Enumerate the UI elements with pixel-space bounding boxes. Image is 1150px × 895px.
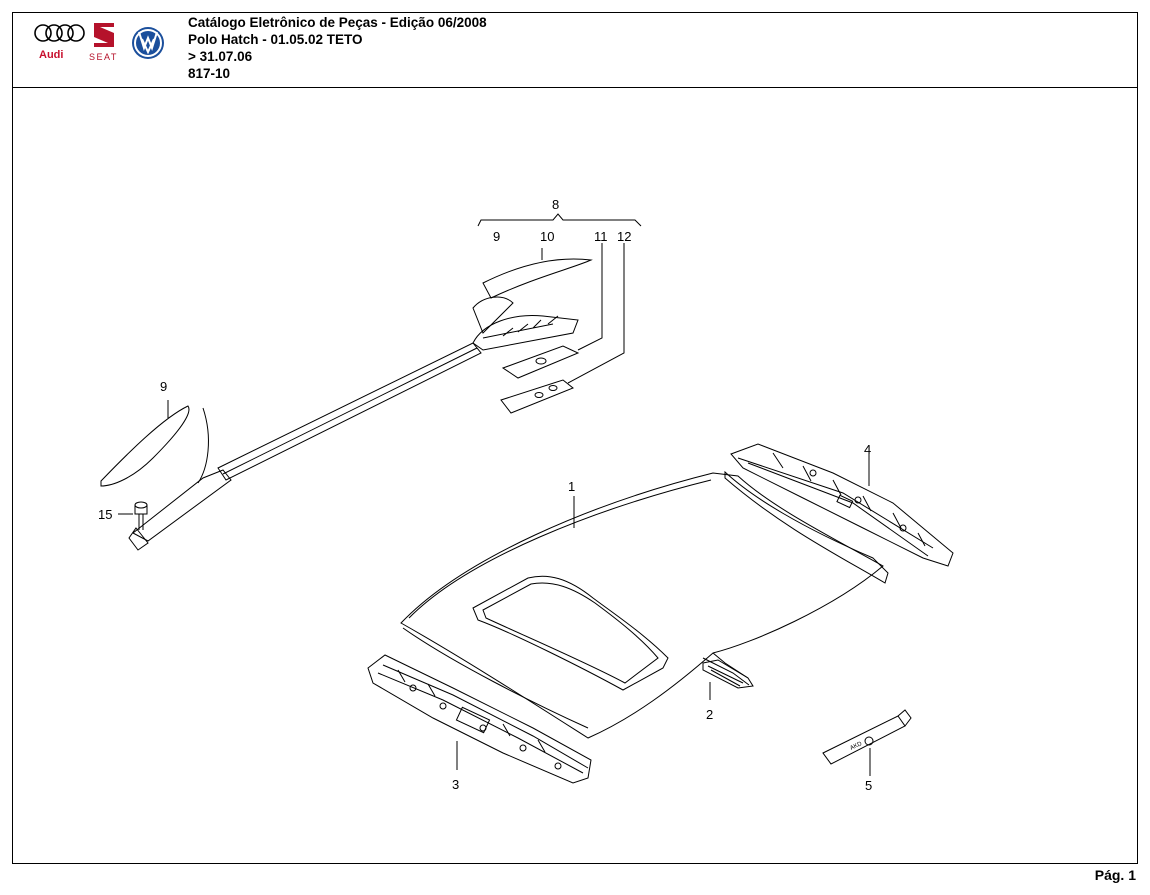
catalog-title: Catálogo Eletrônico de Peças - Edição 06… — [188, 15, 487, 30]
brand-logos: Audi SEAT — [31, 19, 181, 67]
roof-strip-part-2 — [702, 659, 754, 689]
callout-2: 2 — [706, 707, 713, 722]
callout-12: 12 — [617, 229, 631, 244]
callout-3: 3 — [452, 777, 459, 792]
catalog-header: Audi SEAT Catálogo Eletrônico de Peças -… — [13, 13, 1137, 88]
callout-9-top: 9 — [493, 229, 500, 244]
callout-8: 8 — [552, 197, 559, 212]
vw-logo — [132, 27, 164, 59]
callout-leaders — [118, 213, 871, 776]
page-frame: Audi SEAT Catálogo Eletrônico de Peças -… — [12, 12, 1138, 864]
rear-cross-member-part-4 — [730, 443, 954, 567]
callout-10: 10 — [540, 229, 554, 244]
callout-4: 4 — [864, 442, 871, 457]
parts-illustration: AKD — [13, 88, 1139, 864]
callout-9-left: 9 — [160, 379, 167, 394]
validity-date: > 31.07.06 — [188, 49, 253, 64]
front-cross-member-part-3 — [367, 654, 592, 784]
callout-numbers: 1 2 3 4 5 8 9 9 10 11 12 15 — [98, 197, 872, 793]
rail-pad-part-12 — [500, 379, 574, 414]
model-section: Polo Hatch - 01.05.02 TETO — [188, 32, 363, 47]
roof-rail — [128, 296, 579, 551]
callout-11: 11 — [594, 229, 608, 244]
rail-pad-part-11 — [501, 345, 580, 379]
callout-15: 15 — [98, 507, 112, 522]
sealant-tube-part-5: AKD — [822, 709, 912, 765]
audi-logo — [34, 24, 85, 42]
illustration-number: 817-10 — [188, 66, 231, 81]
rail-end-cover-part-9 — [100, 405, 190, 487]
page-number: Pág. 1 — [1094, 867, 1136, 883]
bolt-part-15 — [134, 501, 148, 530]
audi-wordmark: Audi — [39, 49, 63, 61]
header-text: Catálogo Eletrônico de Peças - Edição 06… — [188, 14, 487, 82]
seat-wordmark: SEAT — [89, 52, 118, 62]
seat-logo — [94, 23, 114, 47]
tube-label: AKD — [849, 741, 863, 752]
rail-end-cover-part-10 — [482, 258, 593, 299]
callout-5: 5 — [865, 778, 872, 793]
callout-1: 1 — [568, 479, 575, 494]
